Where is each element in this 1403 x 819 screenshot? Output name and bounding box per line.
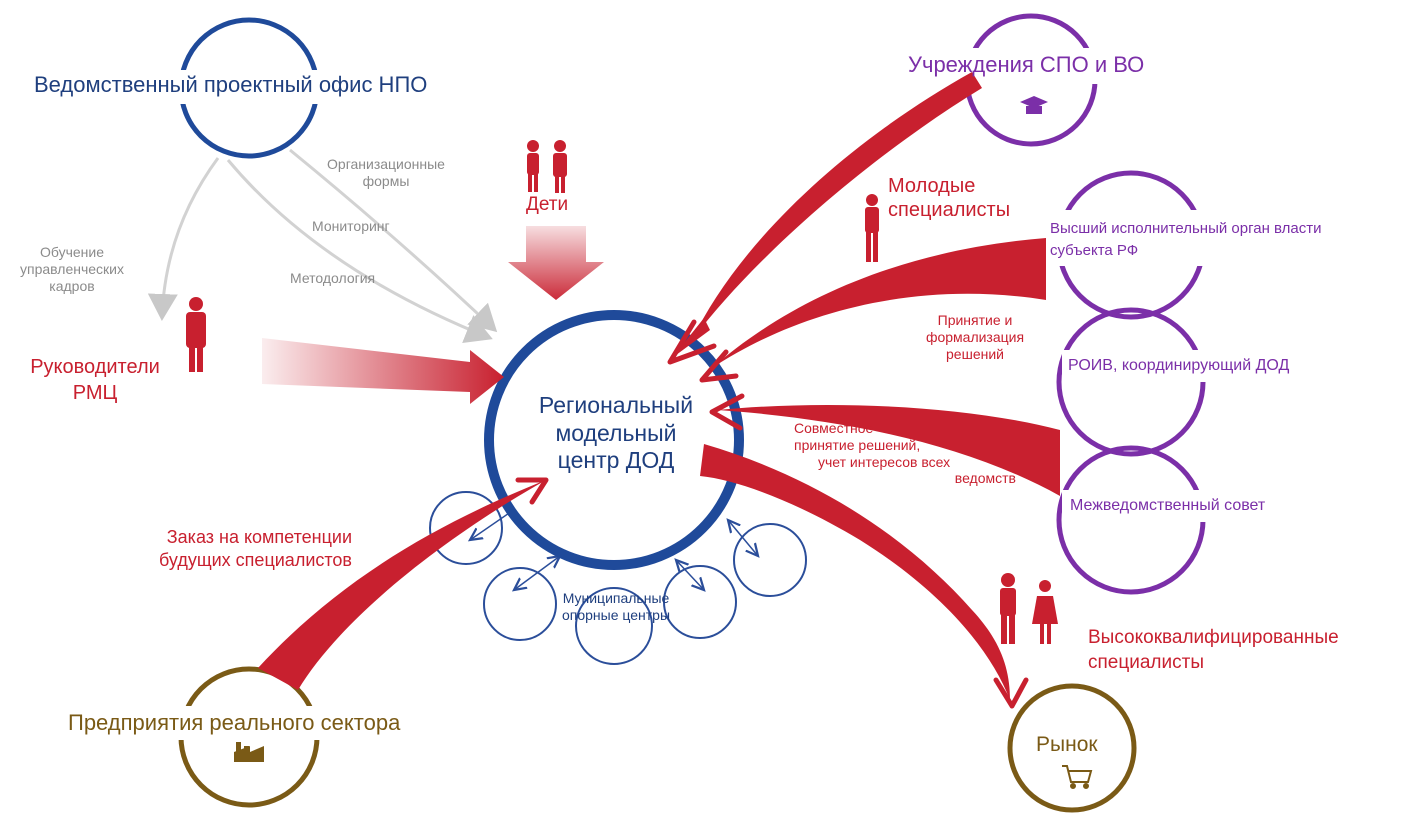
training-line: кадров <box>49 277 95 294</box>
methodology-label: Методология <box>290 270 376 286</box>
decision-making-line: формализация <box>925 328 1025 345</box>
joint-decisions-label: Совместное принятие решений, учет интере… <box>770 420 1016 487</box>
org-forms-line: формы <box>362 172 410 189</box>
competence-order-label: Заказ на компетенции будущих специалисто… <box>88 526 352 573</box>
person-icon <box>865 194 879 262</box>
spo-vo-label: Учреждения СПО и ВО <box>908 52 1145 77</box>
joint-decisions-line: ведомств <box>954 470 1016 487</box>
municipal-link-arrow <box>514 556 560 590</box>
training-line: управленческих <box>20 260 124 277</box>
person-icon <box>186 297 206 372</box>
children-arrow <box>508 226 604 300</box>
decision-swoosh <box>712 238 1046 368</box>
shopping-cart-icon <box>1062 765 1093 789</box>
decision-making-line: решений <box>946 345 1004 362</box>
factory-icon <box>234 742 264 762</box>
regional-center-label: Региональный модельный центр ДОД <box>536 392 696 475</box>
joint-decisions-line: принятие решений, <box>794 436 921 453</box>
market-label: Рынок <box>1036 733 1098 756</box>
competence-order-swoosh <box>258 480 546 690</box>
org-forms-label: Организационные формы <box>316 156 456 190</box>
org-forms-line: Организационные <box>327 156 445 172</box>
regional-center-line: Региональный <box>538 392 694 418</box>
executive-body-line: Высший исполнительный орган власти <box>1050 220 1322 237</box>
person-icon <box>527 140 539 192</box>
project-office-label: Ведомственный проектный офис НПО <box>34 72 428 97</box>
rmc-heads-arrow <box>262 338 504 404</box>
municipal-circle <box>575 587 653 665</box>
regional-center-line: модельный <box>555 419 677 446</box>
market-swoosh <box>700 444 1010 700</box>
joint-decisions-line: Совместное <box>794 420 874 436</box>
municipal-circle <box>733 523 807 597</box>
rmc-heads-line: РМЦ <box>72 382 118 404</box>
competence-order-line: будущих специалистов <box>159 550 352 571</box>
monitoring-label: Мониторинг <box>312 218 390 234</box>
young-specialists-line: Молодые <box>888 175 976 197</box>
person-icon <box>1032 580 1058 644</box>
competence-order-line: Заказ на компетенции <box>166 527 352 547</box>
municipal-link-arrow <box>676 560 704 590</box>
decision-making-line: Принятие и <box>937 312 1013 328</box>
young-specialists-line: специалисты <box>888 199 1011 221</box>
decision-making-label: Принятие и формализация решений <box>900 312 1050 362</box>
methodology-arrow <box>226 159 493 344</box>
joint-decisions-line: учет интересов всех <box>818 453 951 470</box>
graduation-cap-icon <box>1020 96 1048 114</box>
high-specialists-line: Высококвалифицированные <box>1088 627 1339 648</box>
high-specialists-label: Высококвалифицированные специалисты <box>1088 626 1339 675</box>
council-label: Межведомственный совет <box>1070 497 1266 514</box>
rmc-heads-label: Руководители РМЦ <box>10 354 180 406</box>
enterprises-label: Предприятия реального сектора <box>68 710 401 735</box>
municipal-link-arrow <box>728 520 758 556</box>
children-label: Дети <box>526 194 569 215</box>
rmc-heads-line: Руководители <box>30 356 160 378</box>
young-specialists-swoosh <box>692 72 982 340</box>
person-icon <box>553 140 567 193</box>
regional-center-circle <box>484 310 744 570</box>
roiv-label: РОИВ, координирующий ДОД <box>1068 357 1290 374</box>
regional-center-line: центр ДОД <box>557 447 675 474</box>
young-specialists-label: Молодые специалисты <box>888 174 1010 222</box>
municipal-centers-line: опорные центры <box>561 606 671 623</box>
org-forms-arrow <box>289 148 498 333</box>
municipal-centers-label: Муниципальные опорные центры <box>536 590 696 624</box>
market-circle <box>1007 683 1137 813</box>
executive-body-label: Высший исполнительный орган власти субъе… <box>1050 218 1322 262</box>
training-arrow <box>147 157 220 321</box>
executive-body-line: субъекта РФ <box>1050 241 1139 259</box>
training-line: Обучение <box>39 244 105 260</box>
person-icon <box>1000 573 1016 644</box>
training-label: Обучение управленческих кадров <box>10 244 134 294</box>
municipal-centers-line: Муниципальные <box>562 590 670 606</box>
joint-decision-swoosh <box>718 404 1060 496</box>
high-specialists-line: специалисты <box>1088 651 1204 673</box>
